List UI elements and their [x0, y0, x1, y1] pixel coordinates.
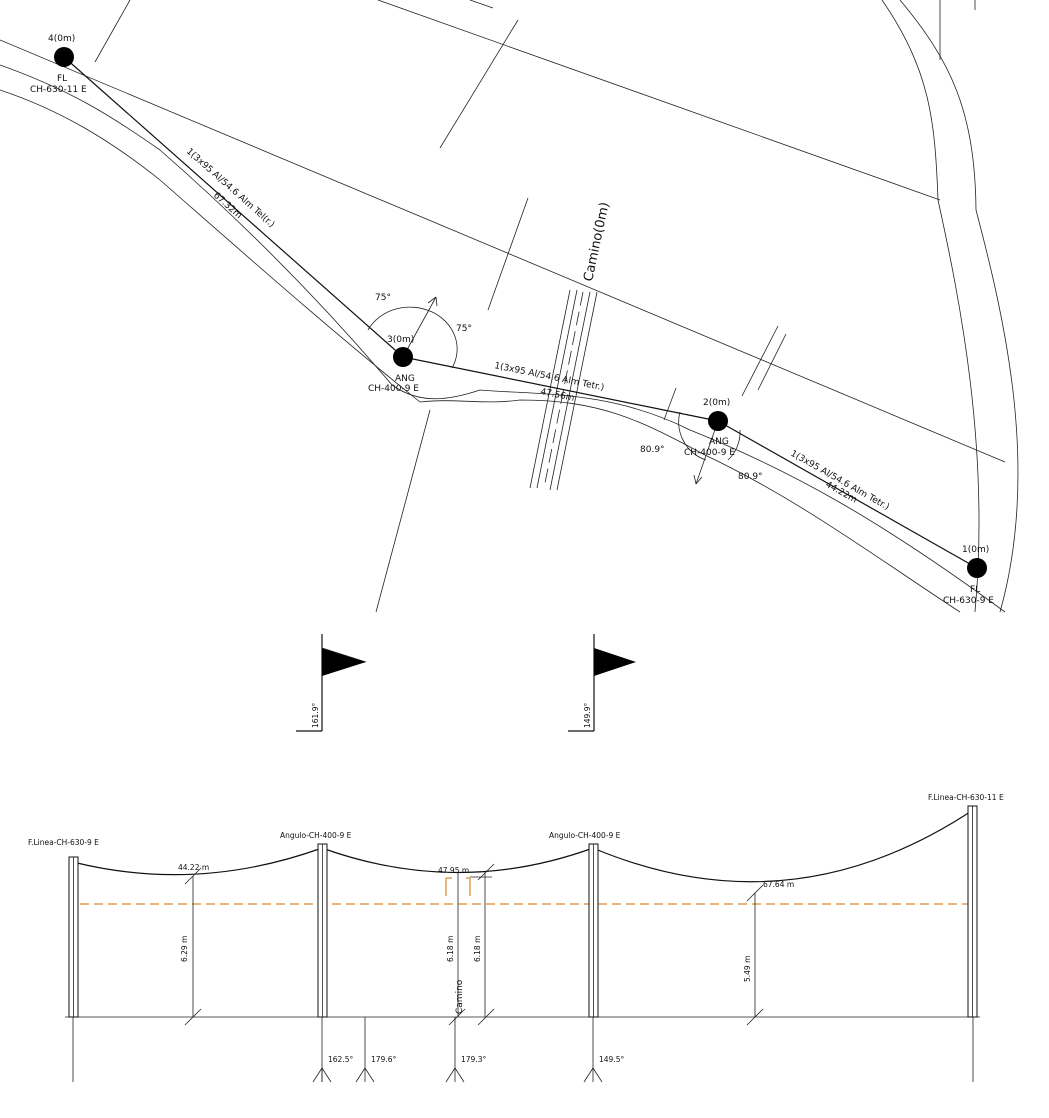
support-3: Angulo-CH-400-9 E — [549, 831, 621, 1070]
pole-3-id: 3(0m) — [387, 335, 414, 345]
support-3-label: Angulo-CH-400-9 E — [549, 831, 621, 840]
line-corridor — [0, 64, 1006, 613]
pole-4-id: 4(0m) — [48, 34, 75, 44]
profile-span-2-clearance-2: 6.18 m — [473, 936, 482, 962]
pole-4-type: FL — [57, 74, 67, 84]
pole-2-type: ANG — [709, 437, 729, 447]
profile-span-1-length: 44.22 m — [178, 863, 209, 872]
profile-span-3-length: 67.64 m — [763, 880, 794, 889]
pole-1: 1(0m) FL CH-630-9 E — [943, 545, 994, 606]
profile-road-label: Camino — [455, 979, 465, 1014]
pole-3-angle-b: 75° — [456, 324, 472, 334]
pole-2-angle-b: 80.9° — [738, 472, 763, 482]
anchor-4-angle: 149.5° — [599, 1055, 624, 1064]
profile-span-1: 44.22 m 6.29 m — [178, 863, 209, 1026]
pole-2-model: CH-400-9 E — [684, 448, 735, 458]
angle-marker-1: 161.9° — [296, 634, 367, 732]
plan-view: Camino(0m) 1(3x95 Al/54.6 Alm Tel(r.) 67… — [0, 0, 1019, 613]
pole-4-model: CH-630-11 E — [30, 85, 87, 95]
profile-view: F.Linea-CH-630-9 E Angulo-CH-400-9 E Ang… — [28, 793, 1004, 1083]
support-2: Angulo-CH-400-9 E — [280, 831, 352, 1070]
profile-span-3: 67.64 m 5.49 m — [743, 880, 794, 1026]
anchor-1: 162.5° — [312, 1055, 353, 1083]
support-2-label: Angulo-CH-400-9 E — [280, 831, 352, 840]
span-conductor-3: 1(3x95 Al/54.6 Alm Tetr.) — [789, 449, 891, 513]
anchor-3: 179.3° — [445, 1017, 486, 1083]
pole-2-angle-a: 80.9° — [640, 445, 665, 455]
road-label: Camino(0m) — [581, 201, 612, 283]
pole-3-model: CH-400-9 E — [368, 384, 419, 394]
pole-4: 4(0m) FL CH-630-11 E — [30, 34, 87, 95]
pole-3: 75° 75° 3(0m) ANG CH-400-9 E — [367, 293, 472, 394]
angle-marker-1-label: 161.9° — [311, 703, 320, 728]
profile-span-3-clearance: 5.49 m — [743, 956, 752, 982]
profile-span-2-length: 47.95 m — [438, 866, 469, 875]
pole-3-type: ANG — [395, 374, 415, 384]
power-line — [63, 56, 978, 569]
anchor-2: 179.6° — [355, 1017, 396, 1083]
angle-marker-2: 149.9° — [568, 634, 636, 732]
profile-span-1-clearance: 6.29 m — [180, 936, 189, 962]
span-conductor-1: 1(3x95 Al/54.6 Alm Tel(r.) — [184, 147, 276, 230]
support-4: F.Linea-CH-630-11 E — [928, 793, 1004, 1082]
anchor-1-angle: 162.5° — [328, 1055, 353, 1064]
pole-3-angle-a: 75° — [375, 293, 391, 303]
profile-span-2: 47.95 m 6.18 m 6.18 m Camino — [438, 863, 495, 1026]
support-4-label: F.Linea-CH-630-11 E — [928, 793, 1004, 802]
profile-span-2-clearance: 6.18 m — [446, 936, 455, 962]
support-1-label: F.Linea-CH-630-9 E — [28, 838, 99, 847]
pole-1-id: 1(0m) — [962, 545, 989, 555]
support-1: F.Linea-CH-630-9 E — [28, 838, 99, 1082]
parcel-boundaries — [0, 0, 1019, 613]
pole-1-type: FL — [970, 585, 980, 595]
anchor-3-angle: 179.3° — [461, 1055, 486, 1064]
road: Camino(0m) — [529, 201, 613, 491]
anchor-4: 149.5° — [583, 1055, 624, 1083]
pole-2-id: 2(0m) — [703, 398, 730, 408]
angle-marker-2-label: 149.9° — [583, 703, 592, 728]
anchor-2-angle: 179.6° — [371, 1055, 396, 1064]
pole-2: 80.9° 80.9° 2(0m) ANG CH-400-9 E — [640, 387, 763, 485]
pole-1-model: CH-630-9 E — [943, 596, 994, 606]
